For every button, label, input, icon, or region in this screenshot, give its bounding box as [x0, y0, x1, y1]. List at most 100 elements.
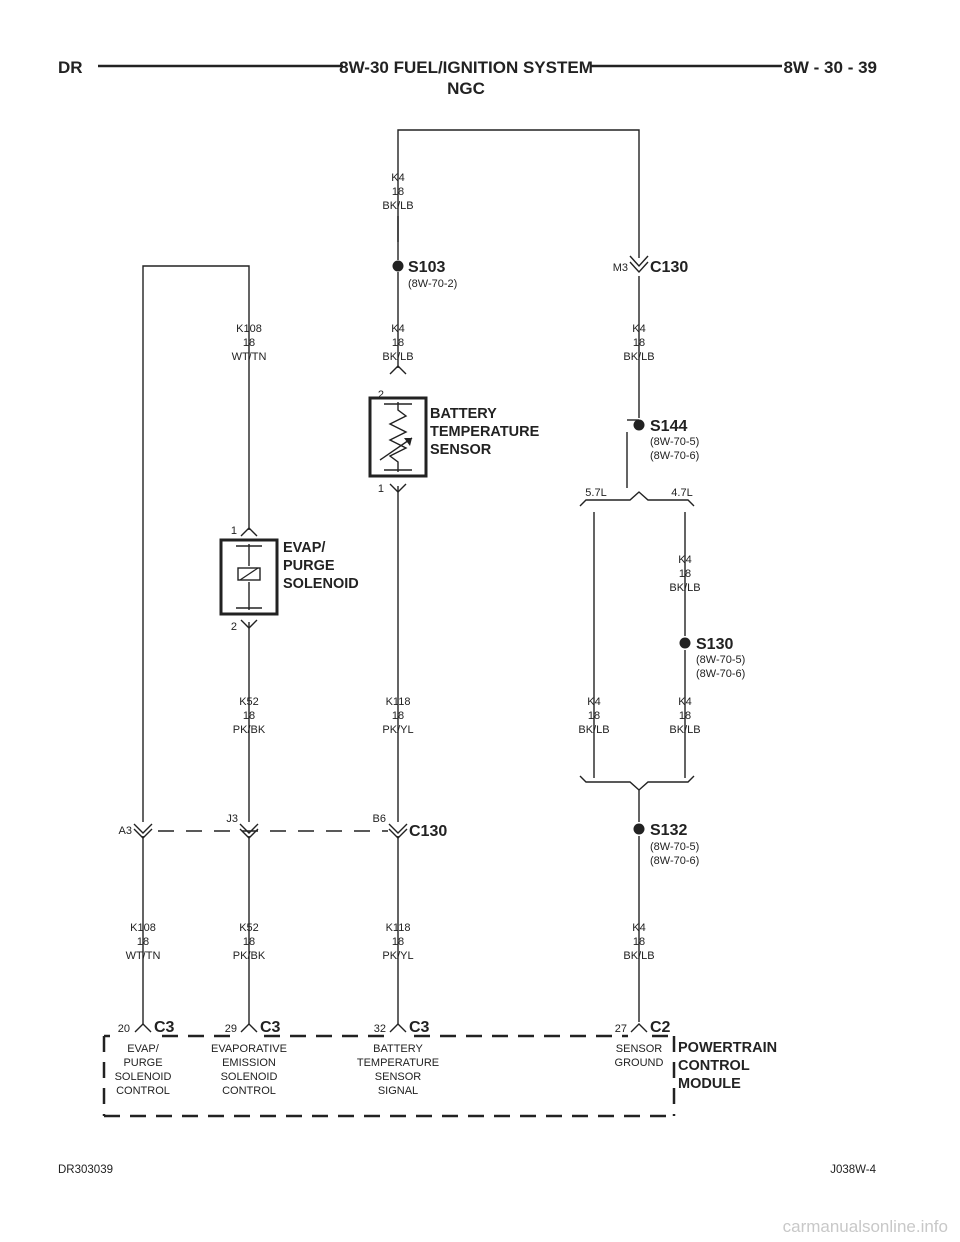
s103-ref: (8W-70-2) [408, 278, 457, 290]
wire-engine-branch-bottom [579, 775, 695, 791]
header-title: 8W-30 FUEL/IGNITION SYSTEM [339, 58, 593, 77]
engine-option-57l: 5.7L [585, 487, 606, 499]
evap-solenoid-pin2-terminal [240, 619, 258, 629]
c130-pin-b6-label: B6 [373, 813, 386, 825]
c130-m3-terminal [629, 255, 649, 274]
battery-sensor-pin1-terminal [389, 483, 407, 493]
pcm-func-evapemission-line2: EMISSION [222, 1057, 276, 1069]
s130-label: S130 [696, 636, 733, 653]
wire-label-k4-c130-color: BK/LB [623, 351, 654, 363]
evap-solenoid-pin1-label: 1 [231, 525, 237, 537]
pcm-func-battemp-line3: SENSOR [375, 1071, 422, 1083]
wire-label-k4-top-gauge: 18 [392, 186, 404, 198]
wire-label-k4-c130-gauge: 18 [633, 337, 645, 349]
header-page-number: 8W - 30 - 39 [783, 58, 877, 77]
wire-engine-branch-top [579, 491, 695, 507]
evap-solenoid-name-line3: SOLENOID [283, 576, 359, 592]
pcm-func-evap-line1: EVAP/ [127, 1043, 160, 1055]
wire-label-k4-s103-circuit: K4 [391, 323, 404, 335]
watermark-text: carmanualsonline.info [783, 1217, 948, 1236]
pcm-func-sensorground-line1: SENSOR [616, 1043, 663, 1055]
evap-purge-solenoid [219, 538, 279, 616]
wire-label-k52-lower-gauge: 18 [243, 936, 255, 948]
wire-label-k4-s103-gauge: 18 [392, 337, 404, 349]
wire-label-k108-lower-color: WT/TN [126, 950, 161, 962]
s144-ref-2: (8W-70-6) [650, 450, 699, 462]
wire-label-k118-lower-color: PK/YL [382, 950, 413, 962]
pcm-dashed-box [102, 1034, 676, 1118]
wire-label-k4-57-circuit: K4 [587, 696, 600, 708]
wire-label-k4-47-gauge: 18 [679, 568, 691, 580]
wire-k108-upper [142, 265, 250, 822]
pcm-func-evapemission-line1: EVAPORATIVE [211, 1043, 287, 1055]
s132-label: S132 [650, 822, 687, 839]
pcm-func-evapemission-line4: CONTROL [222, 1085, 276, 1097]
thermistor-arrow-icon [404, 438, 412, 446]
c130-j3-terminal [239, 823, 259, 839]
battery-temperature-sensor [368, 396, 428, 478]
battery-sensor-pin2-label: 2 [378, 389, 384, 401]
wire-label-k108-lower-gauge: 18 [137, 936, 149, 948]
pcm-func-evap-line3: SOLENOID [115, 1071, 172, 1083]
evap-solenoid-name-line2: PURGE [283, 558, 335, 574]
evap-solenoid-pin2-label: 2 [231, 621, 237, 633]
pcm-func-sensorground-line2: GROUND [615, 1057, 664, 1069]
battery-sensor-name-line3: SENSOR [430, 442, 492, 458]
s130-splice-dot [679, 637, 691, 649]
s132-splice-dot [633, 823, 645, 835]
pcm-pin27-label: 27 [615, 1023, 627, 1035]
wire-label-k118-lower-gauge: 18 [392, 936, 404, 948]
wire-label-k4-s130-circuit: K4 [678, 696, 691, 708]
pcm-name-line2: CONTROL [678, 1058, 750, 1074]
pcm-func-battemp-line4: SIGNAL [378, 1085, 418, 1097]
pcm-c3-label-3: C3 [409, 1019, 430, 1036]
c130-top-pin-label: M3 [613, 262, 628, 274]
wire-label-k118-lower-circuit: K118 [386, 922, 411, 934]
s144-splice-dot [633, 419, 645, 431]
pcm-name-line3: MODULE [678, 1076, 741, 1092]
wire-label-k52-upper-circuit: K52 [239, 696, 259, 708]
s144-label: S144 [650, 418, 687, 435]
wire-label-k108-upper-color: WT/TN [232, 351, 267, 363]
wire-label-k4-top-circuit: K4 [391, 172, 404, 184]
pcm-func-evapemission-line3: SOLENOID [221, 1071, 278, 1083]
s132-ref-2: (8W-70-6) [650, 855, 699, 867]
solenoid-coil-icon [237, 567, 261, 581]
wire-label-k108-lower-circuit: K108 [130, 922, 156, 934]
evap-solenoid-pin1-terminal [240, 527, 258, 537]
pcm-func-battemp-line1: BATTERY [373, 1043, 423, 1055]
pcm-func-evap-line4: CONTROL [116, 1085, 170, 1097]
wire-label-k4-s103-color: BK/LB [382, 351, 413, 363]
footer-reference-code: J038W-4 [830, 1164, 876, 1176]
battery-sensor-pin2-terminal [389, 365, 407, 375]
c130-mid-label: C130 [409, 823, 447, 840]
pcm-func-battemp-line2: TEMPERATURE [357, 1057, 439, 1069]
wire-label-k4-47-color: BK/LB [669, 582, 700, 594]
c130-a3-terminal [133, 823, 153, 839]
pcm-pin20-label: 20 [118, 1023, 130, 1035]
wire-label-k52-upper-color: PK/BK [233, 724, 266, 736]
wires [142, 129, 695, 1024]
pcm-pin27-terminal [630, 1023, 648, 1033]
wire-label-k118-upper-color: PK/YL [382, 724, 413, 736]
wire-label-k52-upper-gauge: 18 [243, 710, 255, 722]
battery-sensor-name-line1: BATTERY [430, 406, 497, 422]
s132-ref-1: (8W-70-5) [650, 841, 699, 853]
wire-label-k4-c130-circuit: K4 [632, 323, 645, 335]
s103-label: S103 [408, 259, 445, 276]
c130-b6-terminal [388, 823, 408, 839]
s130-ref-2: (8W-70-6) [696, 668, 745, 680]
engine-option-47l: 4.7L [671, 487, 692, 499]
wire-k4-top-loop [397, 129, 640, 258]
s144-ref-1: (8W-70-5) [650, 436, 699, 448]
wire-label-k52-lower-circuit: K52 [239, 922, 259, 934]
pcm-c2-label: C2 [650, 1019, 671, 1036]
s103-splice-dot [392, 260, 404, 272]
pcm-pin32-label: 32 [374, 1023, 386, 1035]
pcm-pin29-label: 29 [225, 1023, 237, 1035]
pcm-pin20-terminal [134, 1023, 152, 1033]
footer-figure-code: DR303039 [58, 1164, 113, 1176]
wire-label-k4-s130-color: BK/LB [669, 724, 700, 736]
wire-label-k4-s130-gauge: 18 [679, 710, 691, 722]
